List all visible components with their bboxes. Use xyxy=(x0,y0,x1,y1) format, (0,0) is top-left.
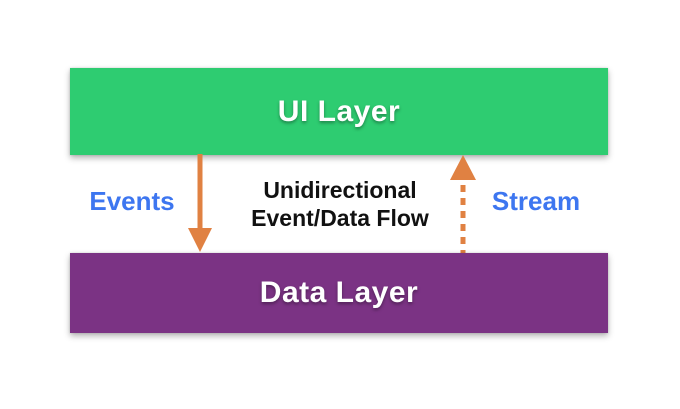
center-caption-line1: Unidirectional xyxy=(263,177,417,203)
stream-arrow-head xyxy=(450,155,476,180)
center-caption: Unidirectional Event/Data Flow xyxy=(230,176,450,232)
data-layer-label: Data Layer xyxy=(259,276,419,309)
stream-up-arrow-icon xyxy=(450,155,476,253)
center-caption-line2: Event/Data Flow xyxy=(251,205,429,231)
stream-flow-label: Stream xyxy=(491,186,581,216)
ui-layer-label: UI Layer xyxy=(277,94,401,128)
data-layer-box: Data Layer xyxy=(70,253,608,333)
events-down-arrow-icon xyxy=(188,154,212,252)
events-arrow-head xyxy=(188,228,212,252)
events-flow-label: Events xyxy=(89,186,175,216)
ui-layer-box: UI Layer xyxy=(70,68,608,155)
